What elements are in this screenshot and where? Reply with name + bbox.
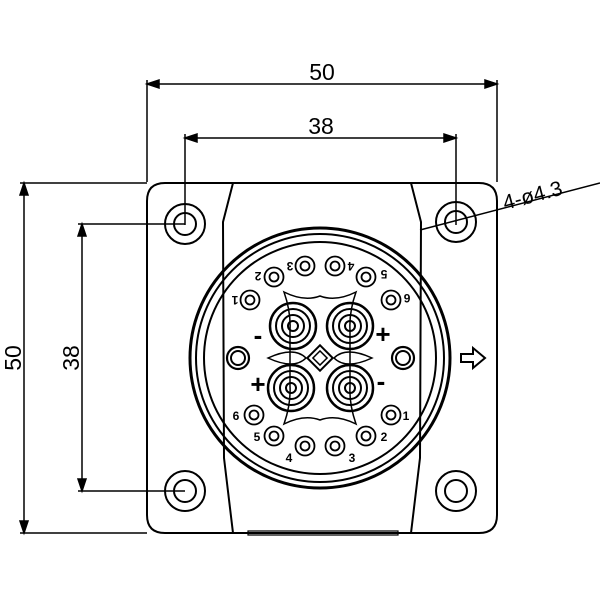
signal-pin-labels: 3 4 5 6 2 1 6 1 5 2 4 3 — [231, 259, 410, 465]
pin-label: 3 — [286, 259, 293, 273]
guide-hole-left — [225, 345, 251, 371]
pin-label: 3 — [349, 451, 356, 465]
power-contact-top-right — [325, 301, 375, 351]
power-contact-bottom-right — [325, 363, 375, 413]
pin-label: 2 — [381, 430, 388, 444]
mounting-hole-bottom-right — [435, 470, 477, 512]
dimension-lines — [18, 78, 600, 536]
pin-label: 4 — [347, 259, 354, 273]
pin-label: 5 — [380, 267, 387, 281]
pin-label: 2 — [254, 269, 261, 283]
signal-contacts — [239, 255, 402, 457]
sign-top-left: - — [254, 320, 263, 350]
flange-outline — [146, 182, 498, 534]
pin-label: 6 — [233, 409, 240, 423]
pin-label: 1 — [231, 293, 238, 307]
pin-label: 5 — [254, 430, 261, 444]
spacing-38-vertical-label: 38 — [58, 345, 84, 371]
pin-label: 4 — [286, 451, 293, 465]
connector-body — [188, 226, 452, 490]
mounting-hole-bottom-left — [164, 470, 206, 512]
orientation-arrow-icon — [460, 345, 487, 371]
mounting-holes-label: 4-ø4.3 — [500, 177, 565, 215]
bottom-key-strip — [247, 530, 399, 536]
mounting-hole-top-left — [164, 203, 206, 245]
mounting-hole-top-right — [435, 201, 477, 243]
power-contact-bottom-left — [266, 363, 316, 413]
spacing-38-label: 38 — [308, 113, 334, 139]
power-contact-top-left — [268, 301, 318, 351]
sign-bottom-right: - — [377, 366, 386, 396]
width-50-label: 50 — [309, 59, 335, 85]
height-50-label: 50 — [0, 345, 26, 371]
sign-top-right: + — [375, 319, 390, 349]
pin-label: 6 — [403, 291, 410, 305]
polarity-signs: - + + - — [250, 319, 390, 399]
sign-bottom-left: + — [250, 369, 265, 399]
guide-hole-right — [390, 345, 416, 371]
pin-label: 1 — [403, 409, 410, 423]
